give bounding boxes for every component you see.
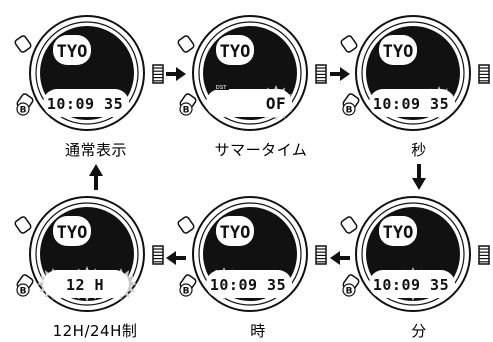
watch-normal-display: B TYO 10:09 35 — [14, 15, 164, 131]
svg-text:B: B — [183, 287, 190, 297]
upper-left-pusher — [177, 35, 195, 53]
arrow-up-icon — [89, 164, 103, 190]
b-button-icon: B — [179, 283, 193, 297]
display-value: 10:09 35 — [373, 276, 449, 294]
main-display — [369, 89, 455, 117]
watch-seconds: B TYO 10:09 35 — [340, 15, 490, 131]
arrow-right-icon — [166, 67, 186, 81]
watch-hours: B TYO 10:09 35 — [177, 196, 327, 312]
b-button-icon: B — [16, 102, 30, 116]
display-value: 10:09 35 — [210, 276, 286, 294]
crown-icon — [478, 245, 490, 265]
display-value: OF — [266, 94, 286, 113]
upper-left-pusher — [340, 216, 358, 234]
arrow-down-icon — [412, 164, 426, 190]
watch-minutes: B TYO 10:09 35 — [340, 196, 490, 312]
crown-icon — [315, 245, 327, 265]
b-button-icon: B — [342, 283, 356, 297]
city-display — [53, 35, 91, 65]
svg-text:B: B — [346, 287, 353, 297]
city-display — [379, 216, 417, 246]
b-button-icon: B — [342, 102, 356, 116]
svg-text:B: B — [346, 106, 353, 116]
label-12h-24h: 12H/24H制 — [52, 322, 138, 340]
city-display — [53, 216, 91, 246]
main-display — [369, 270, 455, 298]
label-summer-time: サマータイム — [214, 141, 308, 159]
display-value: 10:09 35 — [373, 95, 449, 113]
crown-icon — [152, 245, 164, 265]
dst-tag-text: DST — [215, 85, 227, 91]
city-display — [379, 35, 417, 65]
arrow-left-icon — [330, 251, 350, 265]
crown-icon — [315, 64, 327, 84]
label-minutes: 分 — [411, 322, 427, 340]
svg-text:B: B — [20, 106, 27, 116]
arrow-right-icon — [330, 67, 350, 81]
crown-icon — [478, 64, 490, 84]
city-display — [216, 35, 254, 65]
city-code: TYO — [57, 42, 88, 62]
city-code: TYO — [383, 223, 414, 243]
svg-text:B: B — [20, 287, 27, 297]
main-display — [206, 270, 292, 298]
label-normal-display: 通常表示 — [64, 141, 127, 159]
display-value: 10:09 35 — [47, 95, 123, 113]
city-code: TYO — [220, 42, 251, 62]
display-value: 12 H — [66, 276, 104, 294]
city-code: TYO — [57, 223, 88, 243]
main-display — [43, 89, 129, 117]
upper-left-pusher — [177, 216, 195, 234]
watch-summer-time: B TYO DST OF — [177, 15, 327, 131]
main-display — [43, 270, 129, 298]
label-hours: 時 — [250, 322, 266, 340]
main-display — [206, 89, 292, 117]
city-display — [216, 216, 254, 246]
svg-text:B: B — [183, 106, 190, 116]
upper-left-pusher — [14, 35, 32, 53]
upper-left-pusher — [14, 216, 32, 234]
b-button-icon: B — [179, 102, 193, 116]
upper-left-pusher — [340, 35, 358, 53]
dst-tag — [213, 83, 229, 90]
label-seconds: 秒 — [411, 141, 427, 159]
city-code: TYO — [220, 223, 251, 243]
watch-12h-24h: B TYO 12 H — [14, 196, 164, 312]
crown-icon — [152, 64, 164, 84]
city-code: TYO — [383, 42, 414, 62]
b-button-icon: B — [16, 283, 30, 297]
arrow-left-icon — [166, 251, 186, 265]
